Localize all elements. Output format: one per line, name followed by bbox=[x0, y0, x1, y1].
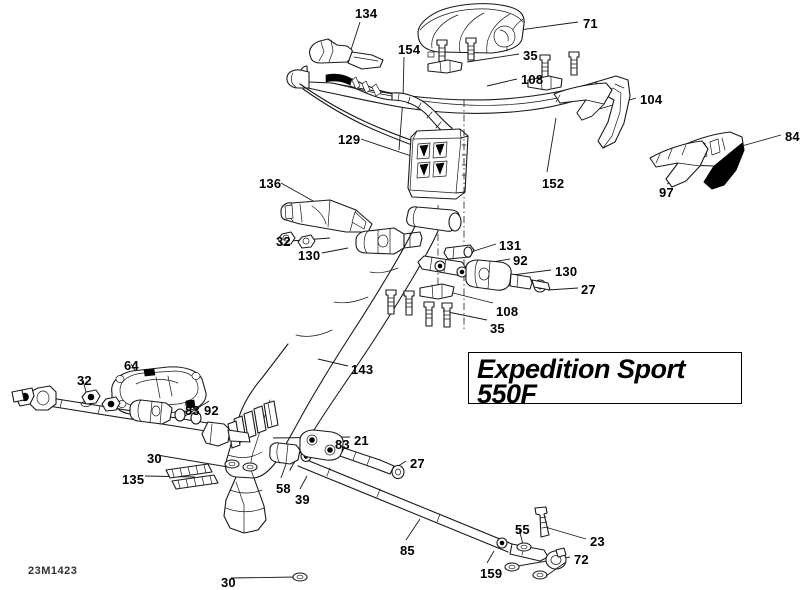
part-hand-guard bbox=[553, 82, 613, 121]
callout-55: 55 bbox=[515, 522, 530, 537]
part-right-link bbox=[385, 255, 551, 328]
callout-39: 39 bbox=[295, 492, 310, 507]
callout-129: 129 bbox=[338, 132, 361, 147]
part-tie-rod-upper bbox=[11, 385, 251, 447]
model-title-line-1: Expedition Sport bbox=[477, 354, 686, 384]
callout-152: 152 bbox=[542, 176, 565, 191]
callout-143: 143 bbox=[351, 362, 374, 377]
callout-108-upper: 108 bbox=[521, 72, 544, 87]
fasteners-upper bbox=[427, 37, 580, 91]
model-title-line-2: 550F bbox=[477, 379, 537, 409]
part-steering-tbar bbox=[443, 244, 475, 260]
callout-97: 97 bbox=[659, 185, 674, 200]
part-grip-cover bbox=[649, 140, 709, 188]
callout-35-upper-a: 35 bbox=[523, 48, 538, 63]
callout-130-right: 130 bbox=[555, 264, 578, 279]
callout-134: 134 bbox=[355, 6, 378, 21]
callout-83-lower: 83 bbox=[335, 437, 350, 452]
callout-104: 104 bbox=[640, 92, 663, 107]
callout-154: 154 bbox=[398, 42, 421, 57]
callout-83-upper: 83 bbox=[185, 403, 200, 418]
callout-131: 131 bbox=[499, 238, 522, 253]
part-handlebar-grip bbox=[309, 38, 384, 70]
callout-58: 58 bbox=[276, 481, 291, 496]
callout-85: 85 bbox=[400, 543, 415, 558]
callout-108-lower: 108 bbox=[496, 304, 519, 319]
callout-27-lower: 27 bbox=[410, 456, 425, 471]
callout-64: 64 bbox=[124, 358, 139, 373]
fastener-washers-shims bbox=[165, 459, 258, 490]
callout-27-upper: 27 bbox=[581, 282, 596, 297]
part-tie-rod-lower bbox=[269, 429, 567, 582]
callout-136: 136 bbox=[259, 176, 282, 191]
callout-32-left: 32 bbox=[77, 373, 92, 388]
callout-92-right: 92 bbox=[513, 253, 528, 268]
model-title-plate: Expedition Sport 550F bbox=[468, 352, 742, 409]
part-control-module bbox=[407, 128, 469, 200]
callout-71: 71 bbox=[583, 16, 598, 31]
callout-23: 23 bbox=[590, 534, 605, 549]
callout-30-lower: 30 bbox=[221, 575, 236, 590]
callout-32-center: 32 bbox=[276, 234, 291, 249]
part-ball-joint-left bbox=[355, 227, 423, 255]
sheet-code: 23M1423 bbox=[28, 565, 78, 577]
callout-92-left: 92 bbox=[204, 403, 219, 418]
part-steering-arm bbox=[280, 199, 373, 233]
fastener-nut-32-center bbox=[277, 231, 316, 249]
callout-30-upper: 30 bbox=[147, 451, 162, 466]
callout-135: 135 bbox=[122, 472, 145, 487]
callout-159: 159 bbox=[480, 566, 503, 581]
callout-84: 84 bbox=[785, 129, 800, 144]
callout-72: 72 bbox=[574, 552, 589, 567]
callout-35-lower: 35 bbox=[490, 321, 505, 336]
callout-130-left: 130 bbox=[298, 248, 321, 263]
callout-21: 21 bbox=[354, 433, 369, 448]
